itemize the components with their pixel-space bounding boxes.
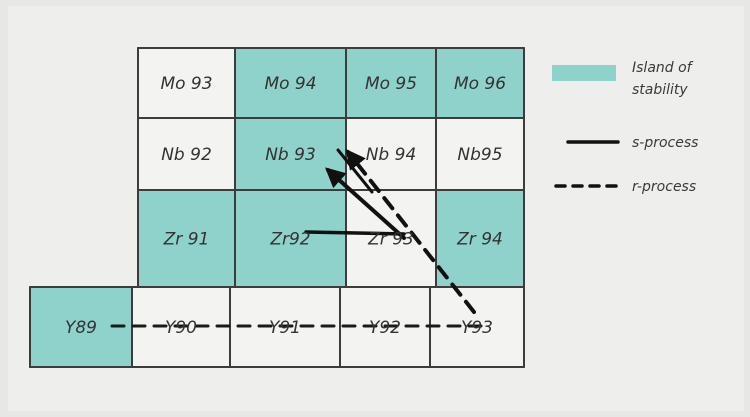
cell-nb92 <box>138 118 235 190</box>
s-process-arrow-stroke <box>336 148 374 194</box>
cell-nb95 <box>436 118 524 190</box>
r-process-path <box>110 148 484 328</box>
legend-r-process-label: r-process <box>632 179 696 195</box>
cell-label: Y90 <box>165 318 197 338</box>
s-process-path <box>304 148 406 240</box>
cell-zr92 <box>235 190 346 287</box>
cell-label: Zr 93 <box>367 230 414 250</box>
s-process-capture-line <box>304 230 406 236</box>
r-process-decay-arrow <box>345 148 476 314</box>
cell-mo95 <box>346 48 436 118</box>
s-process-decay-arrow <box>325 167 406 240</box>
cell-label: Y92 <box>369 318 401 338</box>
legend-s-process-label: s-process <box>632 135 698 151</box>
cell-label: Mo 95 <box>365 74 417 94</box>
cell-mo93 <box>138 48 235 118</box>
grid-lines <box>29 47 525 368</box>
cell-label: Nb 93 <box>265 145 316 165</box>
cell-label: Nb95 <box>457 145 502 165</box>
cell-label: Nb 94 <box>366 145 417 165</box>
cell-zr91 <box>138 190 235 287</box>
cell-zr94 <box>436 190 524 287</box>
cell-label: Mo 93 <box>160 74 212 94</box>
cell-label: Mo 96 <box>454 74 506 94</box>
cell-label: Zr 91 <box>163 230 210 250</box>
cell-label: Zr92 <box>269 230 310 250</box>
cell-label: Zr 94 <box>456 230 503 250</box>
legend-island-swatch <box>552 65 616 81</box>
cell-label: Y93 <box>461 318 493 338</box>
cell-labels: Mo 93 Mo 94 Mo 95 Mo 96 Nb 92 Nb 93 Nb 94 Nb95Z… <box>65 74 506 338</box>
cell-mo96 <box>436 48 524 118</box>
cell-label: Y91 <box>269 318 301 338</box>
cell-label: Mo 94 <box>264 74 316 94</box>
cell-label: Nb 92 <box>161 145 212 165</box>
cell-label: Y89 <box>65 318 97 338</box>
cell-mo94 <box>235 48 346 118</box>
